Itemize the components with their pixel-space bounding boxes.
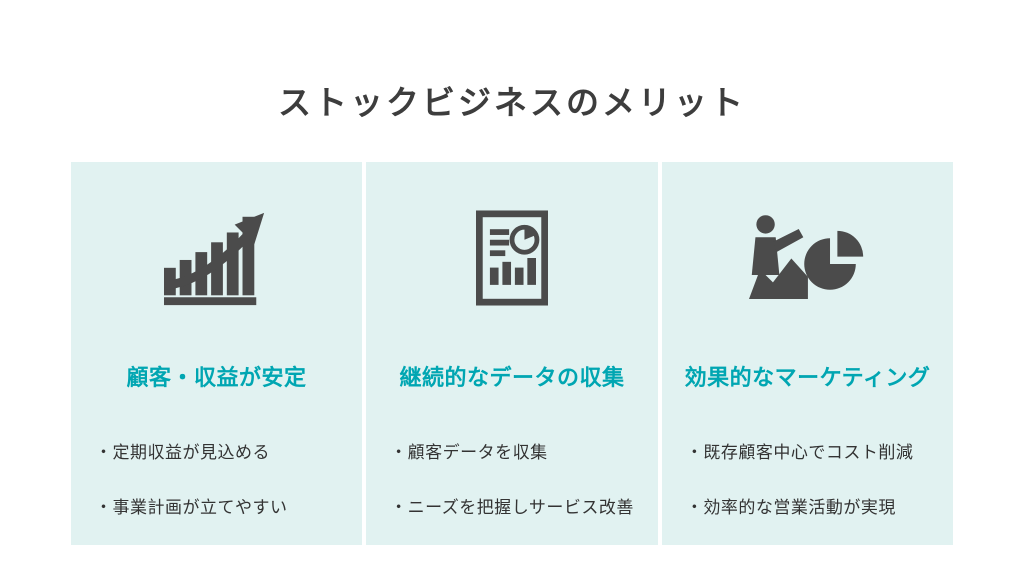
growth-bar-chart-icon (89, 206, 344, 310)
bullet-item: ・事業計画が立てやすい (95, 498, 288, 517)
bullet-item: ・定期収益が見込める (95, 443, 270, 462)
data-report-icon (384, 206, 640, 310)
bullet-item: ・顧客データを収集 (390, 443, 548, 462)
card-heading: 効果的なマーケティング (684, 365, 931, 390)
card-data-collection: 継続的なデータの収集 ・顧客データを収集 ・ニーズを把握しサービス改善 (366, 162, 658, 545)
bullet-item: ・ニーズを把握しサービス改善 (390, 498, 634, 517)
bullet-list: ・顧客データを収集 ・ニーズを把握しサービス改善 (384, 438, 640, 518)
bullet-list: ・既存顧客中心でコスト削減 ・効率的な営業活動が実現 (680, 438, 935, 518)
bullet-item: ・効率的な営業活動が実現 (685, 498, 896, 517)
card-heading: 継続的なデータの収集 (399, 365, 625, 390)
benefit-cards: 顧客・収益が安定 ・定期収益が見込める ・事業計画が立てやすい (71, 162, 953, 545)
card-stable-revenue: 顧客・収益が安定 ・定期収益が見込める ・事業計画が立てやすい (71, 162, 363, 545)
bullet-item: ・既存顧客中心でコスト削減 (685, 443, 914, 462)
page-title: ストックビジネスのメリット (278, 84, 746, 121)
card-effective-marketing: 効果的なマーケティング ・既存顧客中心でコスト削減 ・効率的な営業活動が実現 (661, 162, 953, 545)
marketing-presenter-icon (680, 206, 935, 310)
bullet-list: ・定期収益が見込める ・事業計画が立てやすい (89, 438, 344, 518)
card-heading: 顧客・収益が安定 (126, 365, 307, 390)
